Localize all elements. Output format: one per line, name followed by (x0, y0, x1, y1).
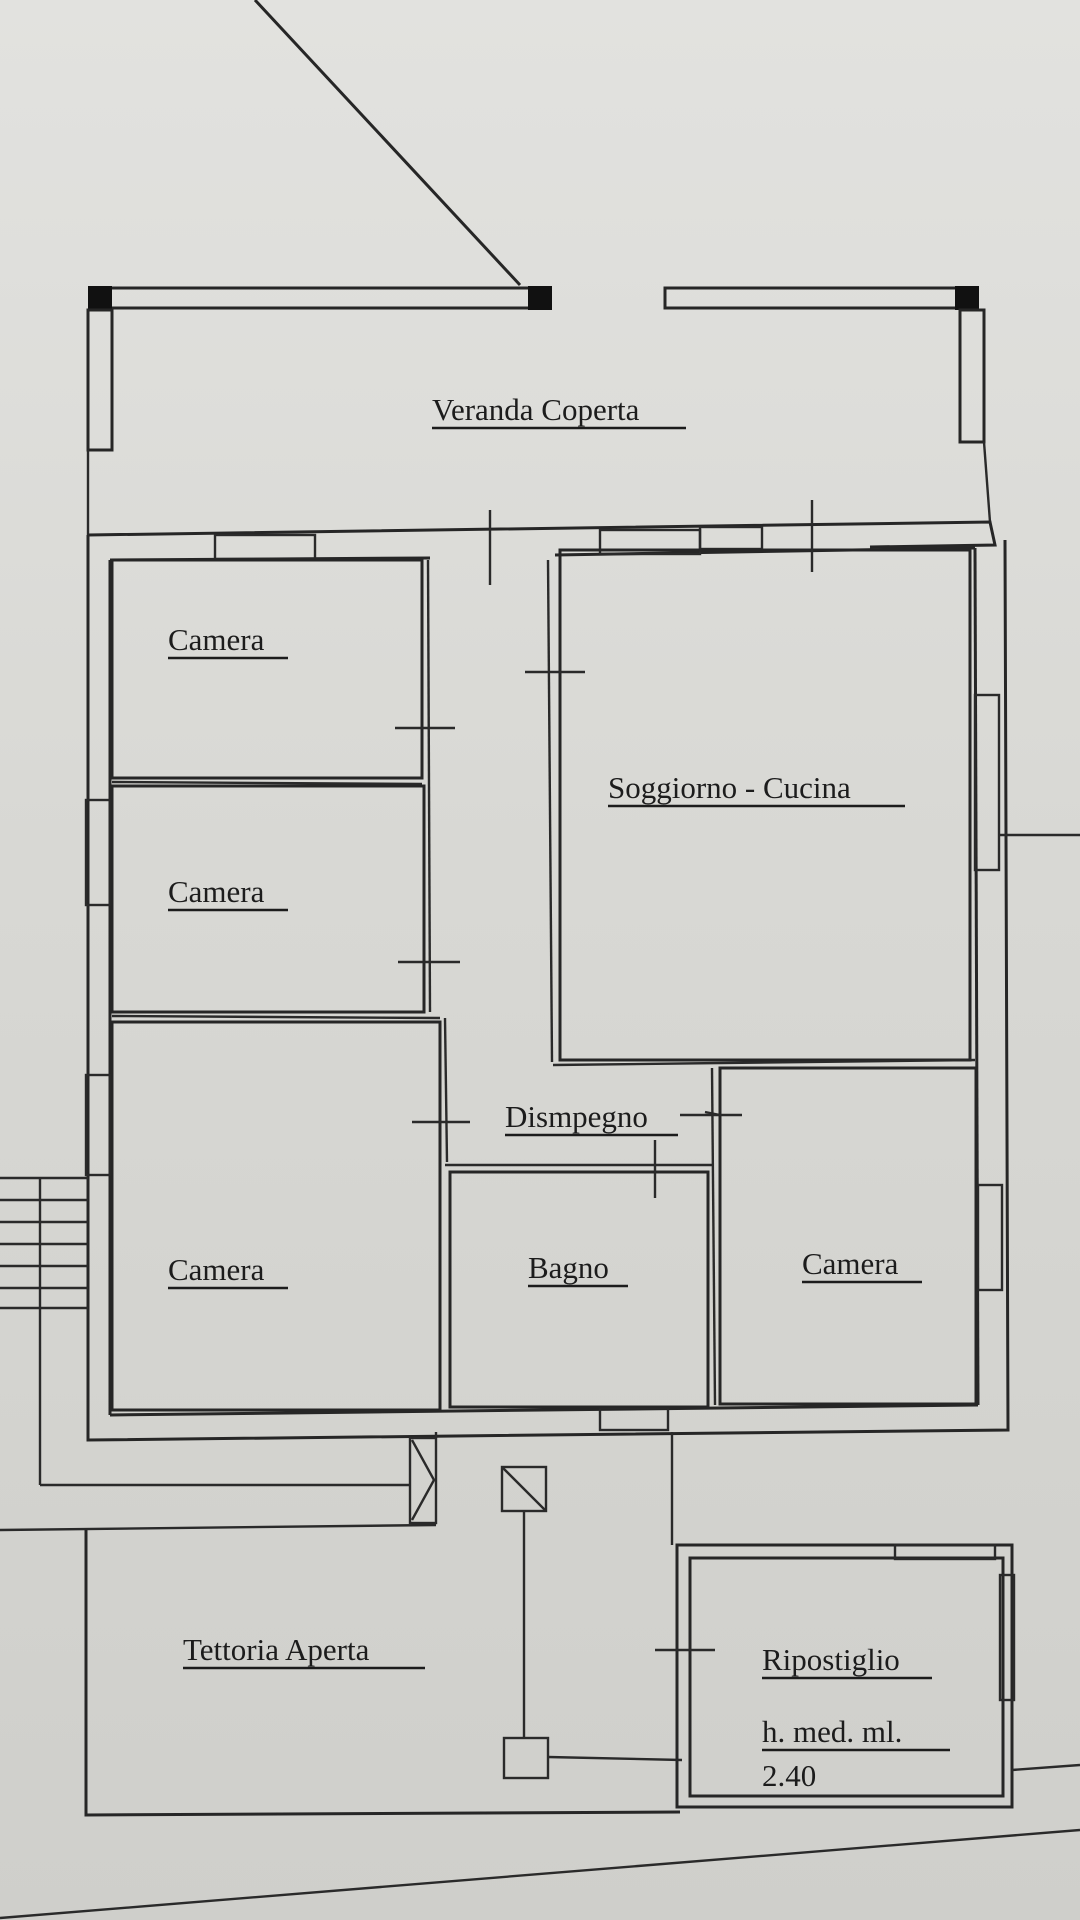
external-stairs (0, 1176, 438, 1532)
label-camera-4: Camera (802, 1246, 899, 1281)
window-left-1 (84, 798, 112, 907)
room-ripostiglio-inner (688, 1556, 1005, 1798)
window-top-1 (213, 533, 317, 561)
site-boundary-line (253, 0, 522, 287)
pillar-left (88, 286, 112, 310)
label-soggiorno-cucina: Soggiorno - Cucina (608, 770, 851, 805)
window-bottom (598, 1406, 670, 1432)
window-top-3 (698, 525, 764, 551)
room-camera-3 (110, 1020, 442, 1412)
room-camera-2 (110, 784, 426, 1014)
label-camera-1: Camera (168, 622, 265, 657)
label-bagno: Bagno (528, 1250, 609, 1285)
label-tettoria: Tettoria Aperta (183, 1632, 370, 1667)
veranda-outline (86, 286, 992, 535)
tettoria-outline (84, 1432, 683, 1817)
label-disimpegno: Dismpegno (505, 1099, 648, 1134)
veranda-beam-left (90, 286, 534, 310)
room-soggiorno-cucina (558, 548, 972, 1062)
room-labels: Veranda Coperta Camera Soggiorno - Cucin… (168, 392, 950, 1793)
veranda-beam-right (663, 286, 967, 310)
veranda-side-left (86, 308, 114, 452)
house-outer-walls (84, 520, 1010, 1442)
room-camera-4 (718, 1066, 978, 1406)
label-ripostiglio-height: h. med. ml. (762, 1714, 902, 1749)
pillar-center (528, 286, 552, 310)
room-bagno (448, 1170, 710, 1409)
window-ripostiglio-top (893, 1543, 997, 1561)
ramp-gate (408, 1436, 438, 1525)
interior-walls (110, 500, 978, 1412)
ripostiglio-outline (655, 1543, 1080, 1809)
label-ripostiglio-height-value: 2.40 (762, 1758, 816, 1793)
room-ripostiglio-outer (675, 1543, 1014, 1809)
window-right-2 (976, 1183, 1004, 1292)
meter-box-bottom (502, 1736, 550, 1780)
pillar-right (955, 286, 979, 310)
window-ripostiglio-right (998, 1573, 1016, 1702)
window-left-2 (84, 1073, 112, 1177)
label-camera-3: Camera (168, 1252, 265, 1287)
window-right-1 (973, 693, 1001, 872)
veranda-side-right (958, 308, 986, 444)
label-ripostiglio: Ripostiglio (762, 1642, 900, 1677)
label-veranda: Veranda Coperta (432, 392, 640, 427)
label-camera-2: Camera (168, 874, 265, 909)
room-camera-1 (110, 558, 424, 780)
